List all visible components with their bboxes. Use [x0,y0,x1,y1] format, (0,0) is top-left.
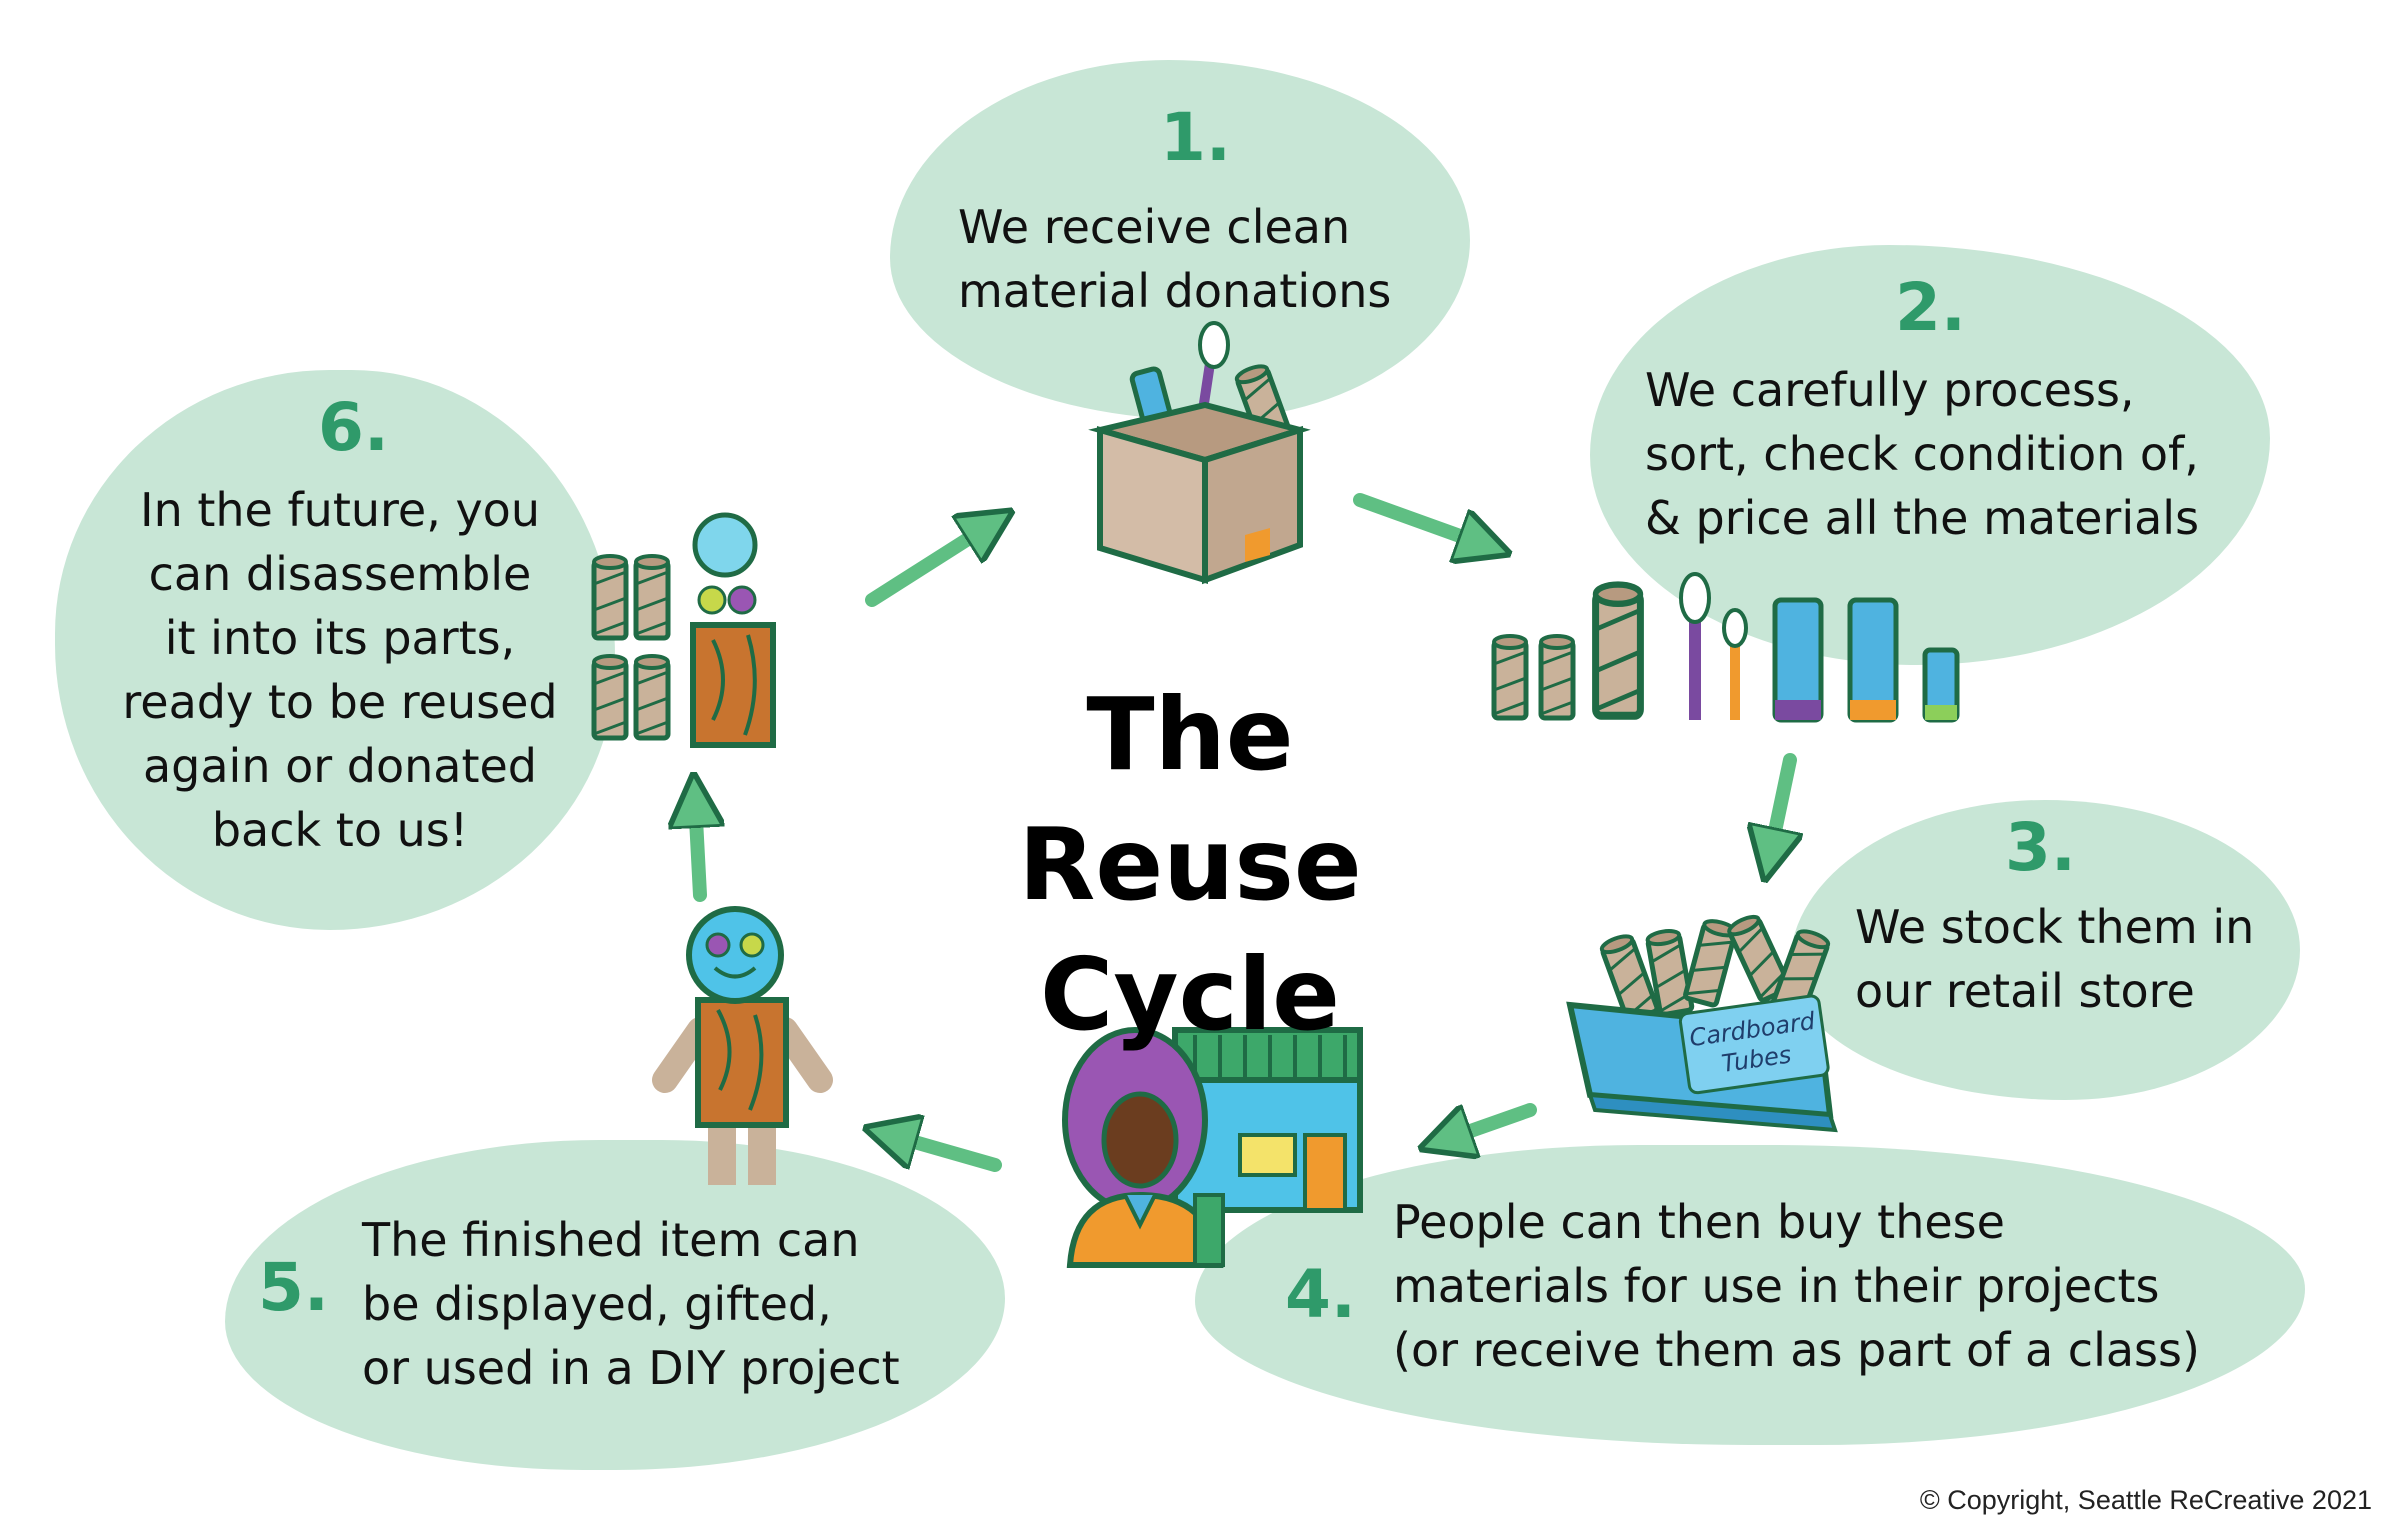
step-1-number: 1. [1160,99,1231,176]
arrow-2-to-3 [1770,753,1790,855]
step-5-line-2: be displayed, gifted, [362,1277,832,1331]
step-4-line-2: materials for use in their projects [1393,1259,2160,1313]
arrow-4-to-5 [890,1135,1002,1172]
diagram-title: The Reuse Cycle [880,670,1500,1060]
step-4-number: 4. [1285,1256,1356,1333]
arrow-6-to-1 [865,525,990,607]
step-4-bubble [1195,1145,2305,1445]
step-5-line-3: or used in a DIY project [362,1341,900,1395]
step-5-number: 5. [258,1249,329,1326]
step-3-number: 3. [2005,809,2076,886]
step-6-line-5: again or donated [142,739,538,793]
arrow-3-to-4 [1445,1103,1537,1140]
step-2-number: 2. [1895,269,1966,346]
sorted-materials-icon [1494,572,1960,723]
title-line-1: The [1086,676,1294,793]
step-3-line-1: We stock them in [1855,900,2255,954]
step-6-line-3: it into its parts, [164,611,516,665]
step-3-line-2: our retail store [1855,964,2195,1018]
step-6-line-4: ready to be reused [122,675,558,729]
step-1-line-1: We receive clean [958,200,1351,254]
arrow-5-to-6 [695,800,700,902]
step-4-line-1: People can then buy these [1393,1195,2005,1249]
step-6-line-2: can disassemble [148,547,532,601]
shop-and-shopper-icon [1062,1027,1363,1268]
donation-box-icon [1088,321,1311,585]
finished-robot-icon [652,906,833,1185]
step-5-bubble [225,1140,1005,1470]
step-6-line-1: In the future, you [140,483,540,537]
step-6-line-6: back to us! [211,803,469,857]
step-5-line-1: The finished item can [362,1213,860,1267]
arrow-1-to-2 [1353,493,1485,545]
cardboard-tubes-crate-icon: Cardboard Tubes [1566,913,1838,1133]
step-1-bubble [890,60,1470,420]
step-1-line-2: material donations [958,264,1392,318]
step-2-line-3: & price all the materials [1645,491,2200,545]
step-2-line-2: sort, check condition of, [1645,427,2199,481]
step-4-line-3: (or receive them as part of a class) [1393,1323,2200,1377]
step-6-number: 6. [318,389,389,466]
disassembled-parts-icon [594,512,776,748]
title-line-2: Reuse Cycle [1018,806,1362,1053]
copyright-notice: © Copyright, Seattle ReCreative 2021 [1919,1485,2372,1515]
step-2-line-1: We carefully process, [1645,363,2135,417]
cycle-arrows [695,493,1790,1172]
step-6-bubble [55,370,615,930]
step-3-bubble [1790,800,2300,1100]
